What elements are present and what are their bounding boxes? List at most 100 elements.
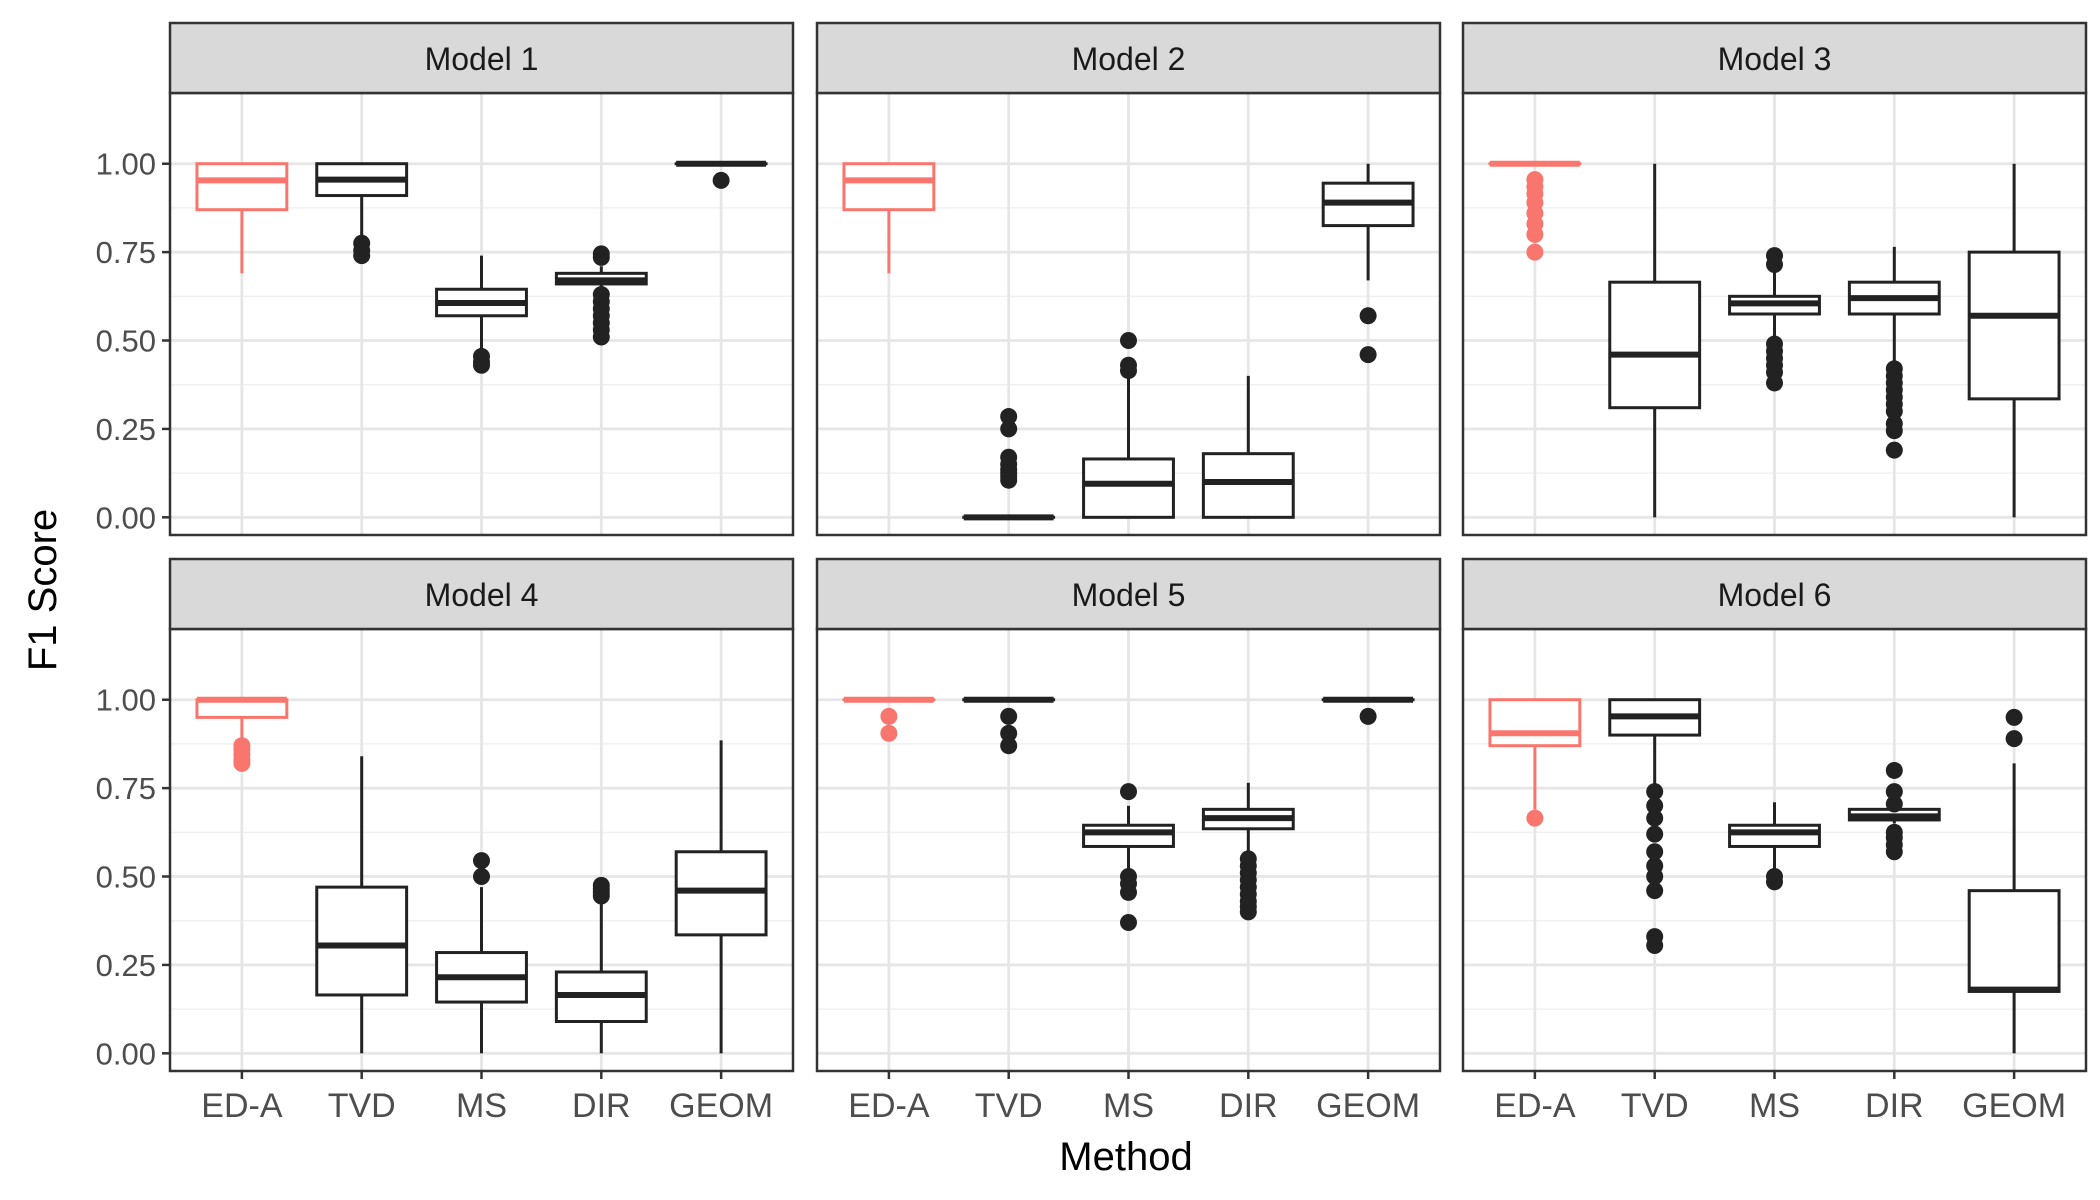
x-tick-label: TVD bbox=[1621, 1087, 1689, 1125]
boxplot-dir bbox=[1201, 782, 1295, 921]
facet-panel: Model 2 bbox=[815, 21, 1442, 537]
facet-strip bbox=[1461, 557, 2088, 631]
boxplot-geom bbox=[674, 160, 768, 189]
outlier-point bbox=[1766, 868, 1783, 886]
y-tick-label: 0.75 bbox=[96, 771, 156, 806]
boxplot-geom bbox=[1321, 163, 1415, 364]
outlier-point bbox=[473, 852, 490, 870]
x-tick-label: GEOM bbox=[669, 1087, 773, 1125]
outlier-point bbox=[1766, 247, 1783, 265]
outlier-point bbox=[1000, 420, 1018, 438]
facet-strip-label: Model 3 bbox=[1718, 41, 1832, 77]
boxplot-tvd bbox=[1608, 163, 1702, 518]
outlier-point bbox=[233, 737, 251, 755]
outlier-point bbox=[1239, 850, 1257, 868]
boxplot-ed-a bbox=[1488, 698, 1582, 827]
facet-strip bbox=[1461, 21, 2088, 95]
facet-strip-label: Model 6 bbox=[1718, 577, 1832, 613]
boxplot-tvd bbox=[1608, 698, 1702, 954]
boxplot-ed-a bbox=[842, 162, 936, 274]
x-tick-label: TVD bbox=[975, 1087, 1043, 1125]
boxplot-ed-a bbox=[842, 696, 936, 742]
outlier-point bbox=[1120, 913, 1137, 931]
outlier-point bbox=[1885, 441, 1903, 459]
outlier-point bbox=[1885, 360, 1903, 378]
outlier-point bbox=[1526, 171, 1544, 189]
outlier-point bbox=[1646, 857, 1664, 875]
facet-strip bbox=[168, 557, 795, 631]
facet-strip bbox=[168, 21, 795, 95]
boxplot-geom bbox=[1967, 163, 2061, 518]
boxplot-tvd bbox=[315, 756, 409, 1054]
facet-panels: Model 1 0.00 0.25 0.50 0.75 1.00 Model 2 Model … bbox=[96, 21, 2088, 1125]
boxplot-dir bbox=[1847, 246, 1941, 459]
y-tick-label: 0.25 bbox=[96, 412, 156, 447]
box bbox=[1967, 889, 2061, 993]
box bbox=[1082, 823, 1175, 848]
y-tick-label: 1.00 bbox=[96, 683, 156, 718]
facet-strip-label: Model 4 bbox=[425, 577, 539, 613]
boxplot-dir bbox=[1201, 375, 1295, 519]
boxplot-geom bbox=[1967, 708, 2061, 1054]
outlier-point bbox=[1646, 928, 1664, 946]
facet-strip bbox=[815, 557, 1442, 631]
y-axis-label: F1 Score bbox=[21, 509, 65, 671]
x-tick-label: DIR bbox=[572, 1087, 631, 1125]
outlier-point bbox=[1120, 332, 1137, 350]
outlier-point bbox=[1120, 356, 1137, 374]
outlier-point bbox=[1359, 707, 1377, 725]
boxplot-geom bbox=[674, 740, 768, 1054]
box bbox=[1201, 452, 1295, 519]
outlier-point bbox=[1885, 795, 1903, 813]
boxplot-ed-a bbox=[195, 696, 289, 772]
outlier-point bbox=[1526, 243, 1544, 261]
boxplot-dir bbox=[1847, 761, 1941, 861]
outlier-point bbox=[1000, 448, 1018, 466]
outlier-point bbox=[1885, 783, 1903, 801]
boxplot-ms bbox=[1082, 783, 1175, 931]
outlier-point bbox=[473, 347, 490, 365]
outlier-point bbox=[1646, 809, 1664, 827]
box bbox=[842, 162, 936, 212]
outlier-point bbox=[1885, 415, 1903, 433]
x-tick-label: GEOM bbox=[1316, 1087, 1420, 1125]
outlier-point bbox=[712, 171, 730, 189]
box bbox=[315, 885, 409, 997]
x-tick-label: GEOM bbox=[1962, 1087, 2066, 1125]
y-tick-label: 0.00 bbox=[96, 500, 156, 535]
boxplot-ms bbox=[1728, 247, 1821, 392]
x-tick-label: MS bbox=[1103, 1087, 1154, 1125]
outlier-point bbox=[1766, 335, 1783, 353]
x-tick-label: TVD bbox=[328, 1087, 396, 1125]
boxplot-ms bbox=[435, 852, 528, 1054]
outlier-point bbox=[1526, 809, 1544, 827]
outlier-point bbox=[473, 868, 490, 886]
box bbox=[1967, 250, 2061, 401]
y-tick-label: 0.00 bbox=[96, 1036, 156, 1071]
x-tick-label: ED-A bbox=[201, 1087, 283, 1125]
outlier-point bbox=[592, 245, 610, 263]
box bbox=[1488, 698, 1582, 748]
outlier-point bbox=[1885, 823, 1903, 841]
outlier-point bbox=[1359, 307, 1377, 325]
x-tick-label: ED-A bbox=[1494, 1087, 1576, 1125]
x-tick-label: DIR bbox=[1219, 1087, 1278, 1125]
outlier-point bbox=[1120, 783, 1137, 801]
boxplot-ms bbox=[1082, 332, 1175, 519]
boxplot-dir bbox=[554, 876, 648, 1054]
y-tick-label: 0.75 bbox=[96, 235, 156, 270]
y-tick-label: 0.50 bbox=[96, 860, 156, 895]
outlier-point bbox=[353, 234, 371, 252]
y-tick-label: 0.50 bbox=[96, 324, 156, 359]
facet-strip-label: Model 1 bbox=[425, 41, 539, 77]
facet-strip-label: Model 5 bbox=[1072, 577, 1186, 613]
outlier-point bbox=[2005, 708, 2023, 726]
outlier-point bbox=[1646, 843, 1664, 861]
box bbox=[1608, 280, 1702, 410]
box bbox=[195, 162, 289, 212]
boxplot-ed-a bbox=[195, 162, 289, 274]
boxplot-tvd bbox=[315, 162, 409, 265]
